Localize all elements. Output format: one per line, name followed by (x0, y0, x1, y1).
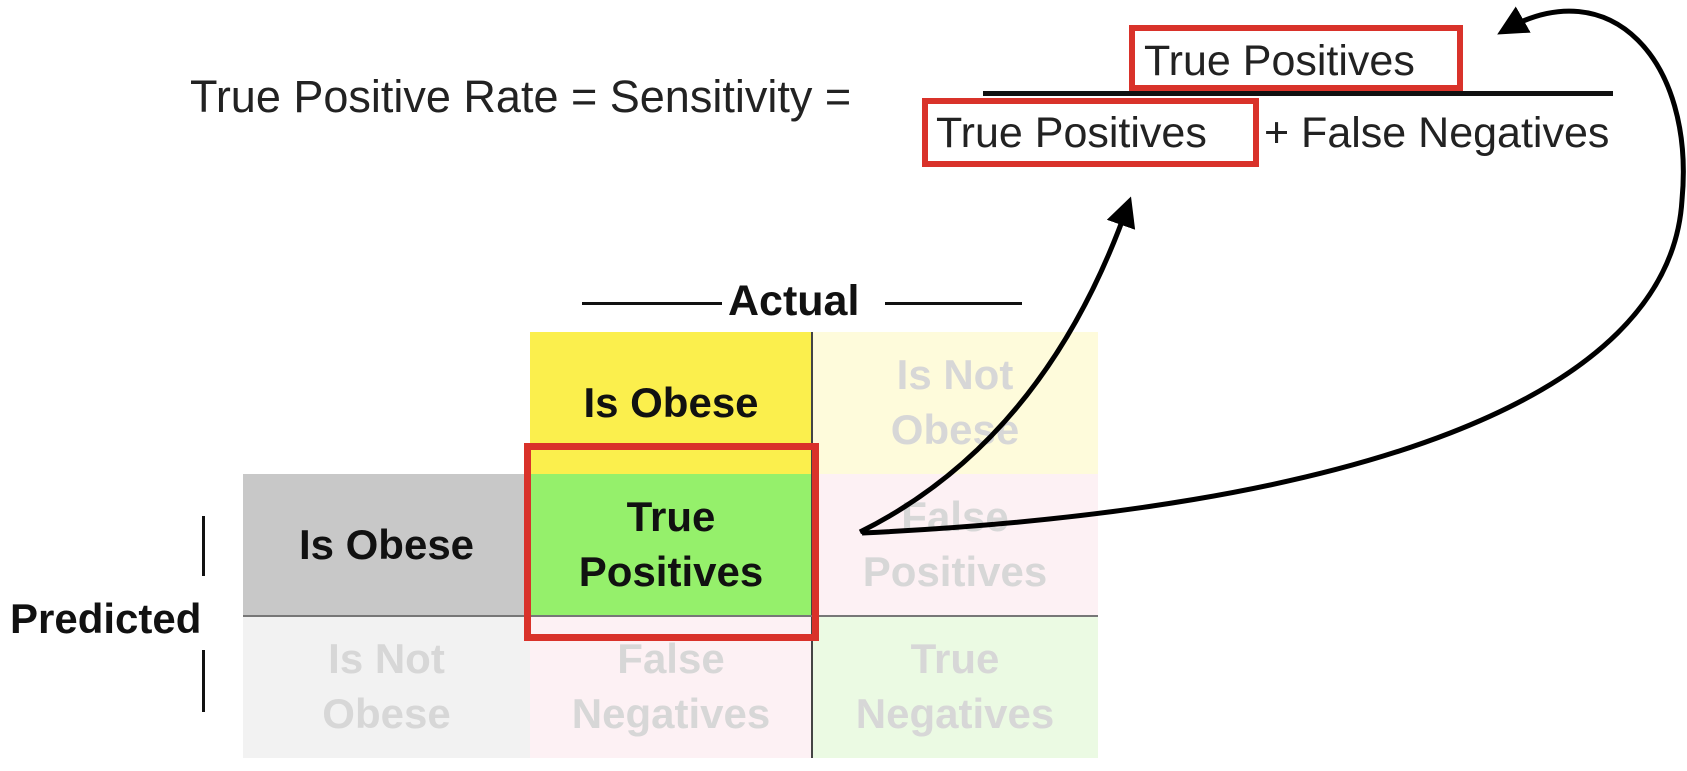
cell-label-line: Is Not (328, 635, 445, 683)
fraction-bar (983, 91, 1613, 96)
arrow-to-numerator (861, 6, 1686, 536)
cell-label-line: Is Not (896, 351, 1014, 399)
formula-lhs: True Positive Rate = Sensitivity = (190, 71, 852, 122)
column-header-is-obese: Is Obese (530, 332, 812, 474)
cell-label-line: Positives (862, 548, 1048, 595)
actual-label: Actual (728, 277, 860, 325)
cell-label: Is Obese (299, 518, 474, 573)
predicted-bottom-tick (202, 650, 205, 712)
cell-label-line: Is Obese (298, 520, 475, 568)
predicted-top-tick (202, 516, 205, 576)
cell-label-line: False (901, 493, 1009, 541)
formula-denominator-true-positives: True Positives (936, 109, 1207, 157)
actual-left-rule (582, 302, 722, 305)
grid-horizontal-divider (243, 615, 1098, 617)
cell-label: Is Obese (583, 376, 758, 431)
cell-label-line: Negatives (571, 690, 771, 737)
cell-label-line: Negatives (855, 690, 1055, 737)
formula-denominator-false-negatives: + False Negatives (1264, 109, 1610, 157)
numerator-highlight-box (1129, 25, 1463, 91)
cell-label-line: Is Obese (583, 378, 759, 426)
cell-label-line: Positives (578, 548, 764, 595)
cell-label-line: True (910, 635, 1000, 683)
true-positives-highlight-box (524, 443, 819, 641)
denominator-highlight-box (922, 98, 1259, 167)
row-header-is-obese: Is Obese (243, 474, 530, 616)
actual-right-rule (885, 302, 1022, 305)
arrow-to-denominator (858, 196, 1136, 535)
predicted-label: Predicted (10, 595, 202, 642)
cell-label-line: True (626, 493, 716, 541)
cell-label-line: Obese (322, 690, 451, 737)
cell-label-line: False (617, 635, 725, 683)
formula-numerator: True Positives (1144, 37, 1415, 85)
